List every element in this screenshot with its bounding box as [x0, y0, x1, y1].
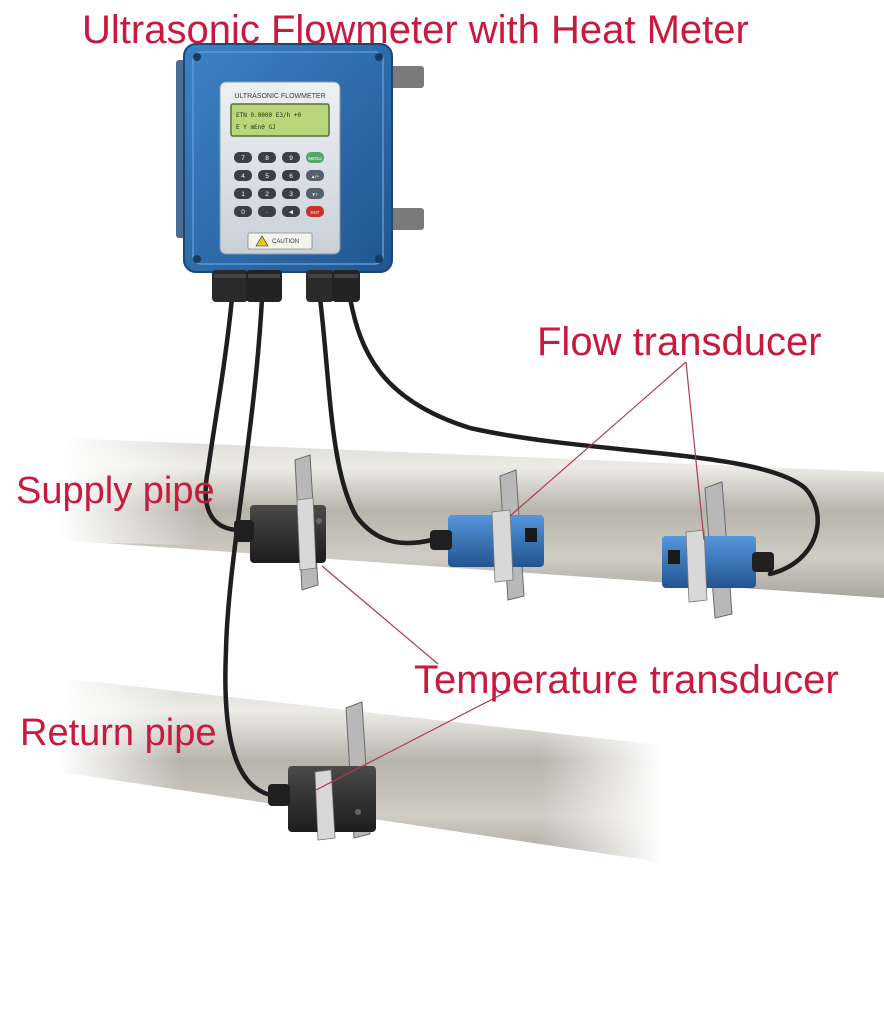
keypad-key-label: 7	[241, 155, 245, 162]
keypad-key-label: ▲/+	[311, 174, 320, 179]
keypad-key[interactable]	[306, 188, 324, 199]
keypad-key[interactable]	[258, 188, 276, 199]
cable-return-temp	[223, 295, 278, 799]
cable-supply-temp	[203, 295, 248, 533]
cables	[203, 295, 820, 799]
mount-bracket-top	[388, 66, 424, 88]
keypad-key[interactable]	[282, 206, 300, 217]
label-temperature-transducer: Temperature transducer	[414, 658, 839, 702]
keypad-key-label: 4	[241, 173, 245, 180]
meter-brand-text: ULTRASONIC FLOWMETER	[234, 93, 325, 100]
keypad-key[interactable]	[282, 188, 300, 199]
label-supply-pipe: Supply pipe	[16, 470, 215, 512]
label-return-pipe: Return pipe	[20, 712, 217, 754]
leader-flow-1	[509, 361, 687, 517]
lcd-display	[230, 103, 330, 137]
keypad-key-label: MENU	[308, 156, 321, 161]
warning-icon	[255, 235, 269, 247]
keypad-key-label: 5	[265, 173, 269, 180]
leader-temp-return	[315, 689, 511, 791]
lcd-line-2: E Y mEn0 GJ	[236, 124, 276, 131]
flow-transducer-1	[430, 469, 544, 601]
label-flow-transducer: Flow transducer	[537, 320, 822, 364]
keypad-key-label: 3	[289, 191, 293, 198]
lcd-line-1: ETN 0.0000 E3/h +0	[236, 112, 301, 119]
cable-flow-1	[317, 295, 435, 546]
cable-glands	[212, 270, 360, 302]
keypad-key-label: 8	[265, 155, 269, 162]
cable-flow-2	[347, 295, 820, 577]
leader-temp-supply	[321, 565, 439, 665]
leader-lines	[315, 361, 705, 791]
keypad-key-label: ◄	[288, 209, 294, 216]
keypad-key[interactable]	[306, 206, 324, 217]
keypad: 7 8 9 MENU 4 5 6 ▲/+ 1 2 3 ▼/- 0 · ◄ ENT	[234, 152, 324, 217]
keypad-key-label: ▼/-	[311, 192, 319, 197]
mount-bracket-bottom	[388, 208, 424, 230]
keypad-key[interactable]	[234, 170, 252, 181]
diagram-title: Ultrasonic Flowmeter with Heat Meter	[82, 8, 749, 52]
keypad-key[interactable]	[234, 188, 252, 199]
keypad-key[interactable]	[234, 152, 252, 163]
keypad-key[interactable]	[258, 152, 276, 163]
flow-transducer-2	[662, 481, 774, 619]
keypad-key-label: ·	[266, 209, 268, 216]
keypad-key[interactable]	[306, 170, 324, 181]
leader-flow-2	[685, 361, 705, 541]
keypad-key[interactable]	[258, 170, 276, 181]
supply-temperature-transducer	[234, 454, 326, 591]
keypad-key[interactable]	[234, 206, 252, 217]
keypad-key-label: 0	[241, 209, 245, 216]
keypad-key[interactable]	[306, 152, 324, 163]
keypad-key[interactable]	[258, 206, 276, 217]
caution-text: CAUTION	[272, 239, 299, 245]
keypad-key-label: 1	[241, 191, 245, 198]
keypad-key-label: 6	[289, 173, 293, 180]
keypad-key-label: ENT	[311, 210, 320, 215]
flowmeter-unit: ULTRASONIC FLOWMETER ETN 0.0000 E3/h +0 …	[176, 43, 424, 302]
keypad-key[interactable]	[282, 152, 300, 163]
keypad-key-label: 2	[265, 191, 269, 198]
keypad-key-label: 9	[289, 155, 293, 162]
keypad-key[interactable]	[282, 170, 300, 181]
